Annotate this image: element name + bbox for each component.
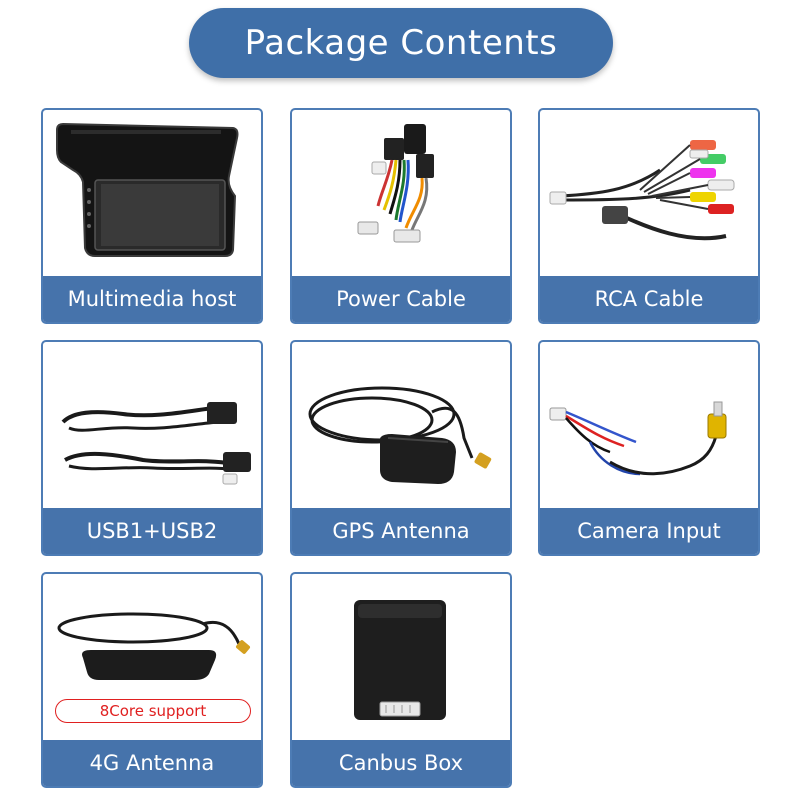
rca-cable-icon <box>540 110 758 278</box>
item-card-rca-cable: RCA Cable <box>538 108 760 324</box>
item-card-multimedia-host: Multimedia host <box>41 108 263 324</box>
canbus-box-icon <box>292 574 510 742</box>
item-label: GPS Antenna <box>292 508 510 554</box>
camera-input-icon <box>540 342 758 510</box>
item-card-usb1-usb2: USB1+USB2 <box>41 340 263 556</box>
item-card-canbus-box: Canbus Box <box>290 572 512 788</box>
gps-antenna-icon <box>292 342 510 510</box>
item-label: 4G Antenna <box>43 740 261 786</box>
item-label: Camera Input <box>540 508 758 554</box>
item-label: Multimedia host <box>43 276 261 322</box>
item-card-gps-antenna: GPS Antenna <box>290 340 512 556</box>
item-label: Power Cable <box>292 276 510 322</box>
item-card-camera-input: Camera Input <box>538 340 760 556</box>
multimedia-host-icon <box>43 110 261 278</box>
page-title: Package Contents <box>244 23 558 63</box>
item-label: RCA Cable <box>540 276 758 322</box>
power-cable-icon <box>292 110 510 278</box>
8core-support-badge: 8Core support <box>55 699 251 723</box>
package-contents-title-banner: Package Contents <box>189 8 613 78</box>
item-label: USB1+USB2 <box>43 508 261 554</box>
item-label: Canbus Box <box>292 740 510 786</box>
item-card-power-cable: Power Cable <box>290 108 512 324</box>
item-card-4g-antenna: 8Core support 4G Antenna <box>41 572 263 788</box>
usb-cable-icon <box>43 342 261 510</box>
4g-antenna-icon <box>43 574 261 742</box>
